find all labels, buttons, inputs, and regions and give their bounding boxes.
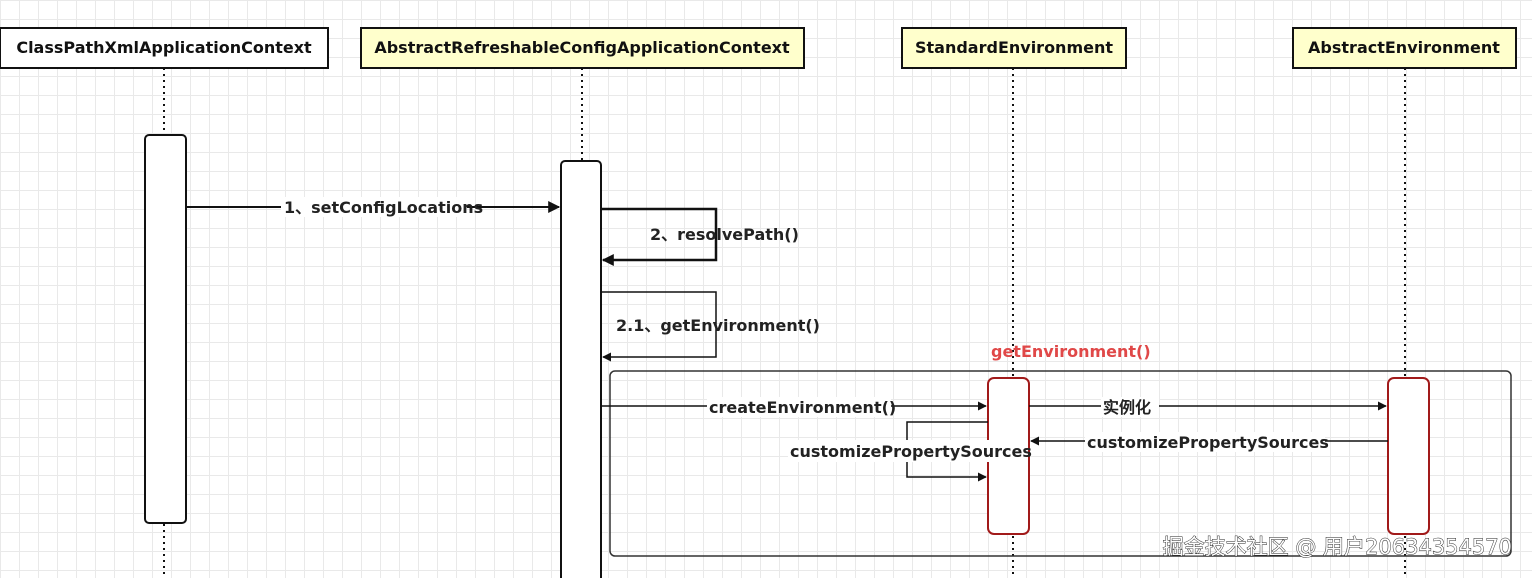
- message-arrow-getenvironment: [601, 291, 717, 362]
- label-bg: [281, 197, 467, 217]
- message-label-setconfiglocations: 1、setConfigLocations: [284, 198, 483, 217]
- watermark: 掘金技术社区 @ 用户20634354570: [1163, 535, 1512, 559]
- label-bg: [788, 440, 1028, 462]
- message-arrow-resolvepath: [601, 207, 718, 266]
- participant-standardenvironment: StandardEnvironment: [901, 27, 1127, 69]
- participant-classpathxml: ClassPathXmlApplicationContext: [0, 27, 329, 69]
- message-label-instantiate: 实例化: [1103, 398, 1151, 417]
- label-bg: [707, 397, 891, 417]
- message-label-getenvironment: 2.1、getEnvironment(): [616, 316, 820, 335]
- participant-label: AbstractRefreshableConfigApplicationCont…: [374, 38, 790, 57]
- participant-label: ClassPathXmlApplicationContext: [16, 38, 312, 57]
- activation-abstractrefreshable: [560, 160, 602, 578]
- participant-label: StandardEnvironment: [915, 38, 1113, 57]
- message-label-customize-return: customizePropertySources: [1087, 433, 1329, 452]
- participant-abstractrefreshable: AbstractRefreshableConfigApplicationCont…: [360, 27, 805, 69]
- activation-classpathxml: [144, 134, 187, 524]
- label-bg: [1085, 432, 1325, 452]
- message-label-createenvironment: createEnvironment(): [709, 398, 896, 417]
- fragment-title: getEnvironment(): [991, 342, 1151, 361]
- message-label-customize-self: customizePropertySources: [790, 442, 1032, 461]
- message-label-resolvepath: 2、resolvePath(): [650, 225, 799, 244]
- fragment-frame: [609, 370, 1512, 557]
- participant-abstractenvironment: AbstractEnvironment: [1292, 27, 1517, 69]
- participant-label: AbstractEnvironment: [1308, 38, 1500, 57]
- activation-abstractenvironment: [1387, 377, 1430, 535]
- label-bg: [1101, 397, 1159, 417]
